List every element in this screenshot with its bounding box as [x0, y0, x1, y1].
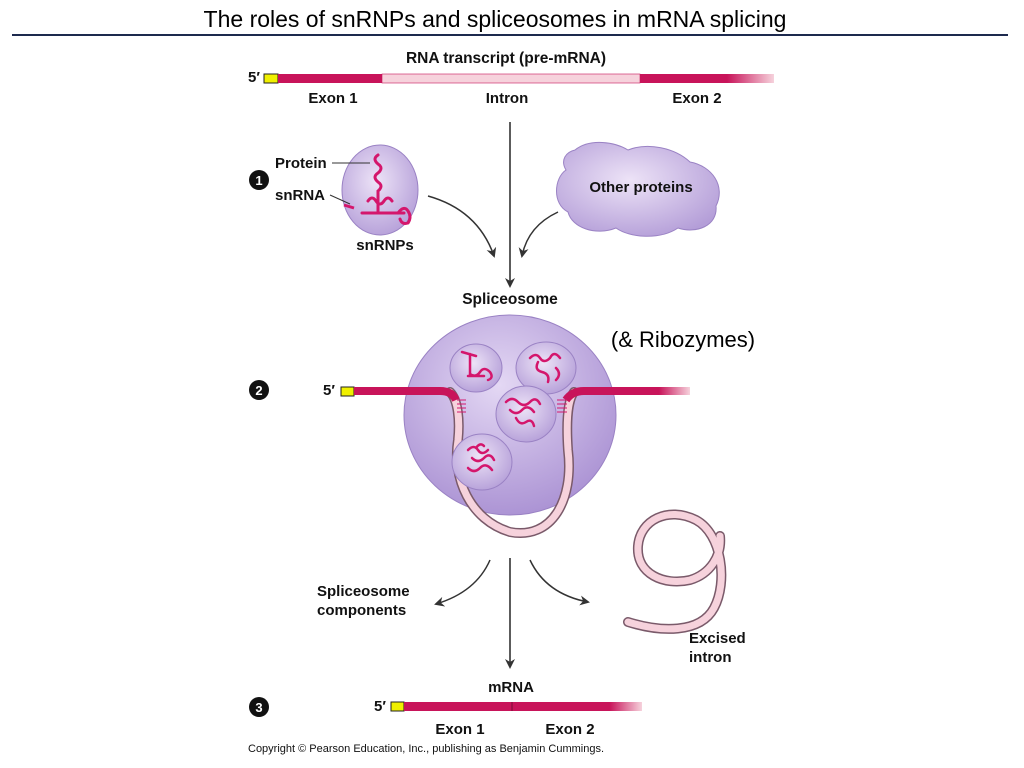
other-proteins-label: Other proteins	[589, 179, 692, 196]
excised-label-line1: Excised	[689, 630, 746, 647]
snrnp-inner-2	[515, 341, 577, 395]
copyright-text: Copyright © Pearson Education, Inc., pub…	[248, 743, 604, 755]
svg-text:3: 3	[255, 700, 262, 715]
exon2-segment	[640, 74, 774, 83]
snrnps-label: snRNPs	[356, 237, 414, 254]
svg-text:1: 1	[255, 173, 262, 188]
exon2-in-spliceosome	[562, 387, 690, 403]
excised-label-line2: intron	[689, 649, 732, 666]
intron-loop	[446, 388, 578, 537]
spliceosome-label: Spliceosome	[462, 291, 558, 308]
mrna-exon1	[404, 702, 512, 711]
excised-intron-lariat	[624, 511, 725, 633]
snrnp-inner-4	[451, 433, 513, 491]
snrnp-inner-3	[495, 385, 557, 443]
snrnp-inner-1	[449, 343, 503, 393]
base-pairing-left	[457, 399, 466, 413]
components-label-line1: Spliceosome	[317, 583, 410, 600]
snrnp-particle	[341, 144, 419, 236]
exon1-in-spliceosome	[354, 387, 460, 402]
pre-mrna-title: RNA transcript (pre-mRNA)	[406, 50, 606, 67]
base-pairing-right	[557, 399, 567, 413]
components-label-line2: components	[317, 602, 406, 619]
protein-label: Protein	[275, 155, 327, 172]
step-2-marker: 2	[249, 380, 269, 400]
snrna-label: snRNA	[275, 187, 325, 204]
mrna-label: mRNA	[488, 679, 534, 696]
five-prime-label-top: 5′	[248, 69, 260, 86]
slide-title: The roles of snRNPs and spliceosomes in …	[203, 6, 787, 32]
other-proteins-cloud	[556, 142, 720, 237]
exon1-label-bottom: Exon 1	[435, 721, 484, 738]
five-prime-cap-bottom	[390, 701, 405, 712]
five-prime-label-bottom: 5′	[374, 698, 386, 715]
mrna-strand	[390, 701, 642, 712]
svg-text:2: 2	[255, 383, 262, 398]
exon2-label-top: Exon 2	[672, 90, 721, 107]
arrow-proteins-to-spliceosome	[518, 211, 559, 258]
arrow-to-components	[434, 559, 491, 607]
arrow-to-excised-intron	[529, 559, 590, 606]
ribozymes-note: (& Ribozymes)	[611, 327, 755, 352]
five-prime-label-mid: 5′	[323, 382, 335, 399]
title-rule	[12, 34, 1008, 36]
intron-segment	[381, 73, 641, 84]
five-prime-cap-top	[263, 73, 279, 84]
exon1-label-top: Exon 1	[308, 90, 357, 107]
step-3-marker: 3	[249, 697, 269, 717]
mrna-exon2	[512, 702, 642, 711]
arrow-snrnp-to-spliceosome	[427, 195, 497, 258]
snrna-leader	[329, 194, 351, 205]
five-prime-cap-mid	[340, 386, 355, 397]
exon2-label-bottom: Exon 2	[545, 721, 594, 738]
step-1-marker: 1	[249, 170, 269, 190]
pre-mrna-strand	[263, 73, 774, 84]
intron-label: Intron	[486, 90, 529, 107]
exon1-segment	[278, 74, 382, 83]
